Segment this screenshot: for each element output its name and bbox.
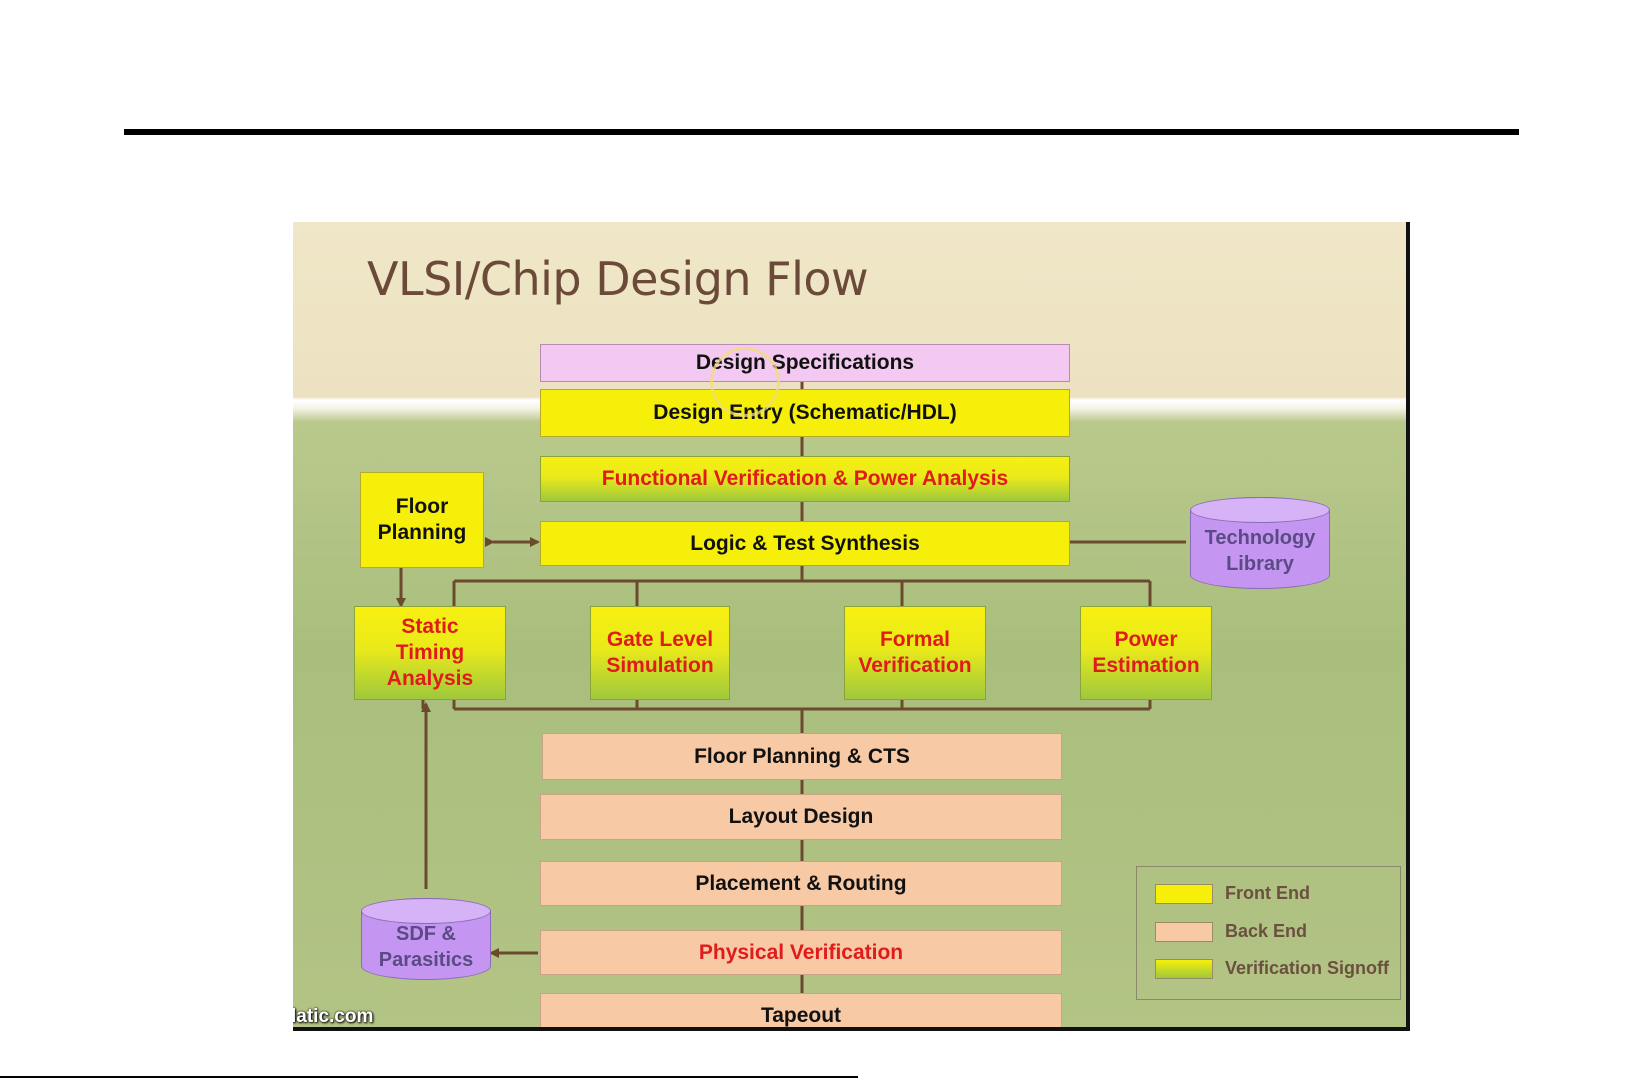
cursor-highlight-icon <box>710 347 780 417</box>
placement-routing-box: Placement & Routing <box>540 861 1062 906</box>
tapeout-box: Tapeout <box>540 993 1062 1027</box>
bottom-rule <box>0 1076 858 1078</box>
static-timing-analysis-box: Static Timing Analysis <box>354 606 506 700</box>
slide: VLSI/Chip Design Flow <box>293 222 1410 1031</box>
physical-verification-box: Physical Verification <box>540 930 1062 975</box>
floor-planning-box: Floor Planning <box>360 472 484 568</box>
legend-item-back-end: Back End <box>1155 921 1307 942</box>
design-specifications-box: Design Specifications <box>540 344 1070 382</box>
logic-test-synthesis-box: Logic & Test Synthesis <box>540 521 1070 566</box>
functional-verification-box: Functional Verification & Power Analysis <box>540 456 1070 502</box>
slide-title: VLSI/Chip Design Flow <box>367 252 869 306</box>
legend-item-front-end: Front End <box>1155 883 1310 904</box>
sdf-parasitics-database: SDF & Parasitics <box>361 898 491 980</box>
legend-label-front-end: Front End <box>1225 883 1310 903</box>
front-end-swatch <box>1155 883 1213 904</box>
design-entry-box: Design Entry (Schematic/HDL) <box>540 389 1070 437</box>
legend: Front End Back End Verification Signoff <box>1136 866 1401 1000</box>
technology-library-label: Technology Library <box>1204 527 1316 575</box>
back-end-swatch <box>1155 921 1213 942</box>
formal-verification-box: Formal Verification <box>844 606 986 700</box>
legend-label-back-end: Back End <box>1225 921 1308 941</box>
sdf-parasitics-label: SDF & Parasitics <box>378 923 474 971</box>
power-estimation-box: Power Estimation <box>1080 606 1212 700</box>
top-rule <box>124 129 1519 135</box>
legend-item-verification-signoff: Verification Signoff <box>1155 958 1389 979</box>
technology-library-database: Technology Library <box>1190 497 1330 589</box>
legend-label-verification-signoff: Verification Signoff <box>1225 958 1390 978</box>
watermark: latic.com <box>293 1006 374 1027</box>
gate-level-simulation-box: Gate Level Simulation <box>590 606 730 700</box>
verification-signoff-swatch <box>1155 958 1213 979</box>
floor-planning-cts-box: Floor Planning & CTS <box>542 733 1062 780</box>
layout-design-box: Layout Design <box>540 794 1062 840</box>
